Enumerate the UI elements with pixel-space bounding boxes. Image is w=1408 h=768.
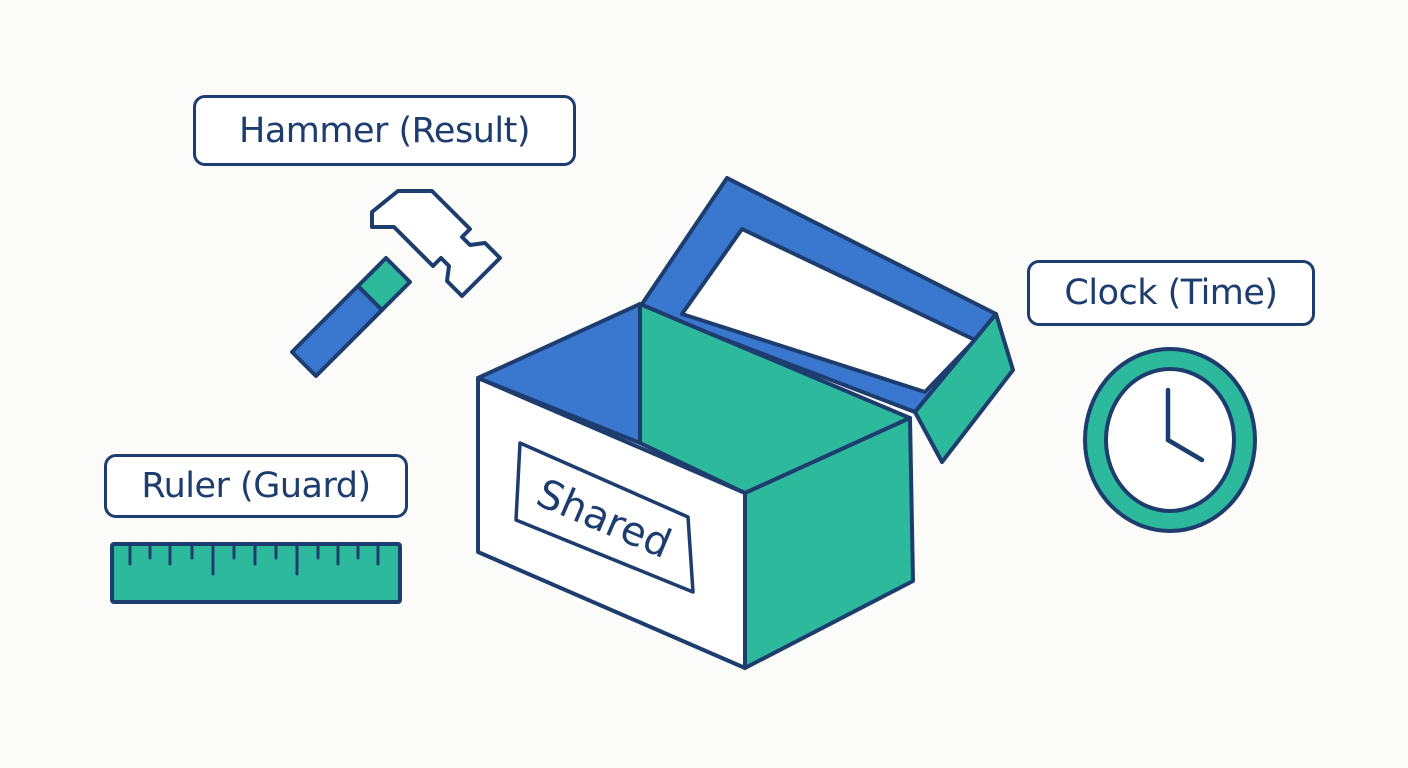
ruler-label: Ruler (Guard) bbox=[104, 454, 408, 518]
box-label-plate bbox=[514, 441, 695, 594]
hammer-head bbox=[370, 189, 502, 298]
ruler-icon bbox=[110, 542, 402, 604]
box-lid-front bbox=[913, 312, 1015, 464]
hammer-handle bbox=[290, 284, 384, 378]
hammer-icon bbox=[290, 189, 502, 378]
open-box-icon: Shared bbox=[476, 176, 1015, 670]
ruler-ticks bbox=[128, 542, 380, 576]
hammer-label: Hammer (Result) bbox=[193, 95, 576, 166]
hammer-grip bbox=[356, 256, 412, 312]
clock-icon bbox=[1083, 347, 1257, 533]
clock-label: Clock (Time) bbox=[1027, 260, 1315, 326]
clock-hands bbox=[1165, 387, 1205, 463]
